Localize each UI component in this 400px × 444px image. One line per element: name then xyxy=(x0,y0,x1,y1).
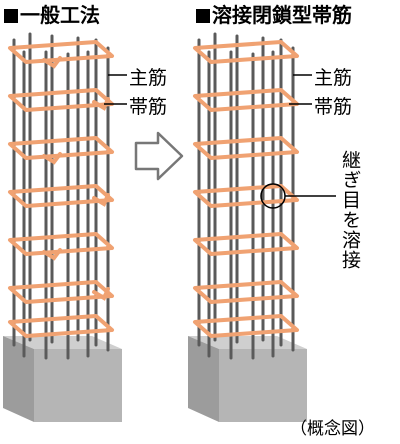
label-main-bar-left: 主筋 xyxy=(129,67,168,89)
heading-square-icon xyxy=(4,9,18,23)
hoop-hooks-left xyxy=(42,56,110,301)
figure-caption: （概念図） xyxy=(290,419,375,439)
weld-circle-icon xyxy=(260,183,286,209)
label-main-bar-right: 主筋 xyxy=(314,67,353,89)
leader-lines xyxy=(104,74,336,197)
concrete-base-left xyxy=(3,336,122,422)
main-bars-right xyxy=(197,32,295,360)
main-bars-left xyxy=(12,32,110,360)
heading-square-icon xyxy=(196,9,210,23)
label-weld-note: 継ぎ目を溶接 xyxy=(339,150,361,270)
heading-welded-text: 溶接閉鎖型帯筋 xyxy=(212,3,352,27)
concrete-base-right xyxy=(188,336,307,422)
label-hoop-left: 帯筋 xyxy=(129,96,168,118)
heading-conventional-text: 一般工法 xyxy=(20,3,100,27)
heading-conventional: 一般工法 xyxy=(4,0,100,30)
label-hoop-right: 帯筋 xyxy=(314,96,353,118)
right-arrow-outline-icon xyxy=(134,131,184,181)
heading-welded: 溶接閉鎖型帯筋 xyxy=(196,0,352,30)
